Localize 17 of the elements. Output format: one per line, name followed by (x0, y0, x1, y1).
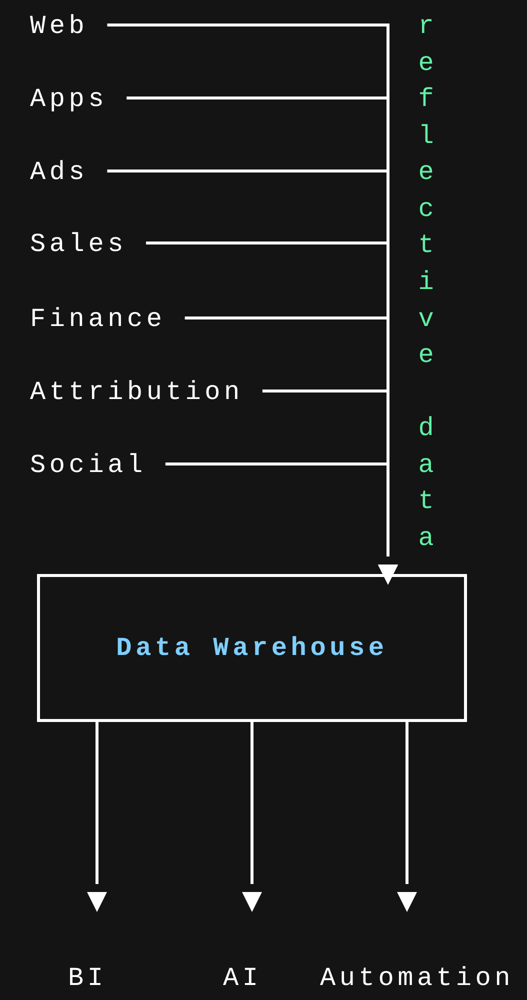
source-label: Sales (30, 229, 128, 259)
output-label: BI (68, 963, 107, 993)
source-label: Ads (30, 157, 88, 187)
source-label: Web (30, 11, 88, 41)
source-label: Finance (30, 304, 166, 334)
warehouse-box (37, 574, 467, 722)
output-label: AI (223, 963, 262, 993)
connector-arrow (397, 720, 417, 912)
connector-arrow (242, 720, 262, 912)
source-label: Attribution (30, 377, 244, 407)
connector-arrow (165, 462, 398, 584)
source-label: Apps (30, 84, 108, 114)
box-title: Data Warehouse (116, 633, 388, 663)
source-label: Social (30, 450, 146, 480)
connector-arrow (87, 720, 107, 912)
output-label: Automation (320, 963, 514, 993)
vertical-label: reflective data (417, 10, 435, 555)
